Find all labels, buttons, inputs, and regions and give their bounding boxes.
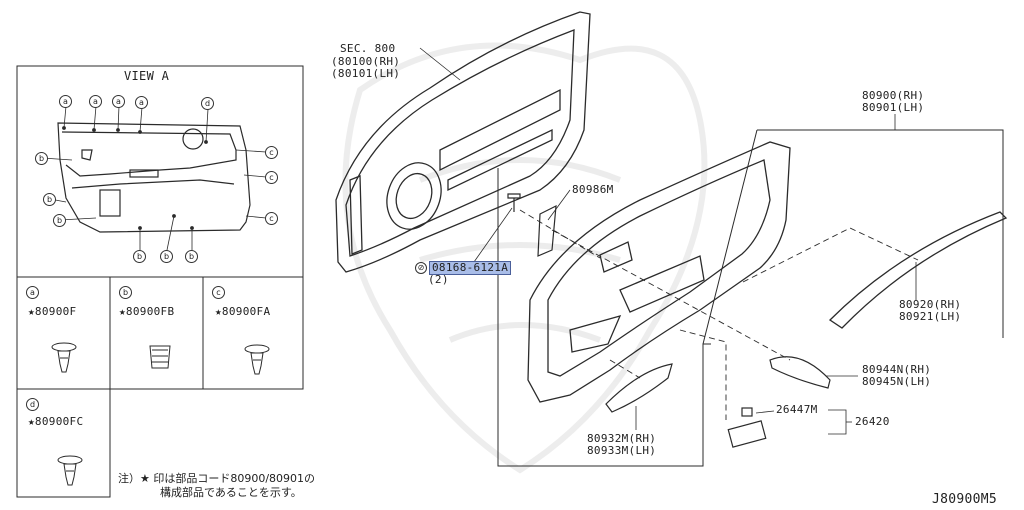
view-a-door-outline — [57, 122, 251, 233]
part-80932m-shape — [605, 363, 673, 413]
label-26447m: 26447M — [776, 403, 818, 416]
callout-a: a — [135, 96, 148, 109]
legend-part-c: ★80900FA — [215, 305, 271, 318]
note-line-2: 構成部品であることを示す。 — [160, 486, 302, 499]
screw-icon: ⊘ — [415, 262, 427, 274]
label-80944n-rh: 80944N(RH) — [862, 363, 932, 376]
callout-b: b — [185, 250, 198, 263]
label-screw-part-number[interactable]: 08168-6121A — [429, 261, 512, 275]
label-80920-lh: 80921(LH) — [899, 310, 962, 323]
callout-a: a — [112, 95, 125, 108]
label-80900-lh: 80901(LH) — [862, 101, 925, 114]
label-80900-rh: 80900(RH) — [862, 89, 925, 102]
diagram-id: J80900M5 — [932, 492, 998, 507]
part-80944n-shape — [769, 356, 831, 389]
label-screw-qty: (2) — [428, 273, 449, 286]
legend-marker-c: c — [212, 286, 225, 299]
callout-b: b — [35, 152, 48, 165]
label-80932m-rh: 80932M(RH) — [587, 432, 657, 445]
callout-c: c — [265, 212, 278, 225]
callout-d: d — [201, 97, 214, 110]
door-shell — [335, 11, 591, 273]
bracket-80986m-shape — [537, 204, 557, 257]
clip-icon-a — [51, 342, 77, 373]
part-leaders — [419, 47, 917, 435]
view-a-panel — [16, 65, 304, 498]
note-line-1: 注）★ 印は部品コード80900/80901の — [118, 472, 316, 485]
legend-marker-b: b — [119, 286, 132, 299]
clip-icon-d — [57, 455, 83, 486]
label-80932m-lh: 80933M(LH) — [587, 444, 657, 457]
clip-icon-c — [244, 344, 270, 375]
label-26420: 26420 — [855, 415, 890, 428]
view-a-leaders — [41, 105, 267, 251]
callout-a: a — [59, 95, 72, 108]
callout-b: b — [160, 250, 173, 263]
clip-icon-b — [149, 345, 171, 369]
switch-26420-shape — [727, 407, 767, 448]
callout-b: b — [53, 214, 66, 227]
label-80944n-lh: 80945N(LH) — [862, 375, 932, 388]
legend-part-a: ★80900F — [28, 305, 77, 318]
label-sec800-line3: (80101(LH) — [331, 67, 401, 80]
legend-part-b: ★80900FB — [119, 305, 175, 318]
dashed-guides — [519, 209, 919, 420]
callout-c: c — [265, 171, 278, 184]
door-trim — [527, 141, 791, 403]
callout-c: c — [265, 146, 278, 159]
legend-marker-d: d — [26, 398, 39, 411]
label-80920-rh: 80920(RH) — [899, 298, 962, 311]
view-a-title: VIEW A — [124, 69, 170, 83]
callout-a: a — [89, 95, 102, 108]
screw-shape — [507, 193, 521, 212]
molding-strip — [828, 211, 1008, 329]
legend-marker-a: a — [26, 286, 39, 299]
label-80986m: 80986M — [572, 183, 614, 196]
assembly-boxes — [497, 129, 1004, 467]
label-sec800-line1: SEC. 800 — [340, 42, 396, 55]
callout-b: b — [133, 250, 146, 263]
label-sec800-line2: (80100(RH) — [331, 55, 401, 68]
callout-b: b — [43, 193, 56, 206]
watermark-emblem — [342, 42, 708, 474]
legend-part-d: ★80900FC — [28, 415, 84, 428]
